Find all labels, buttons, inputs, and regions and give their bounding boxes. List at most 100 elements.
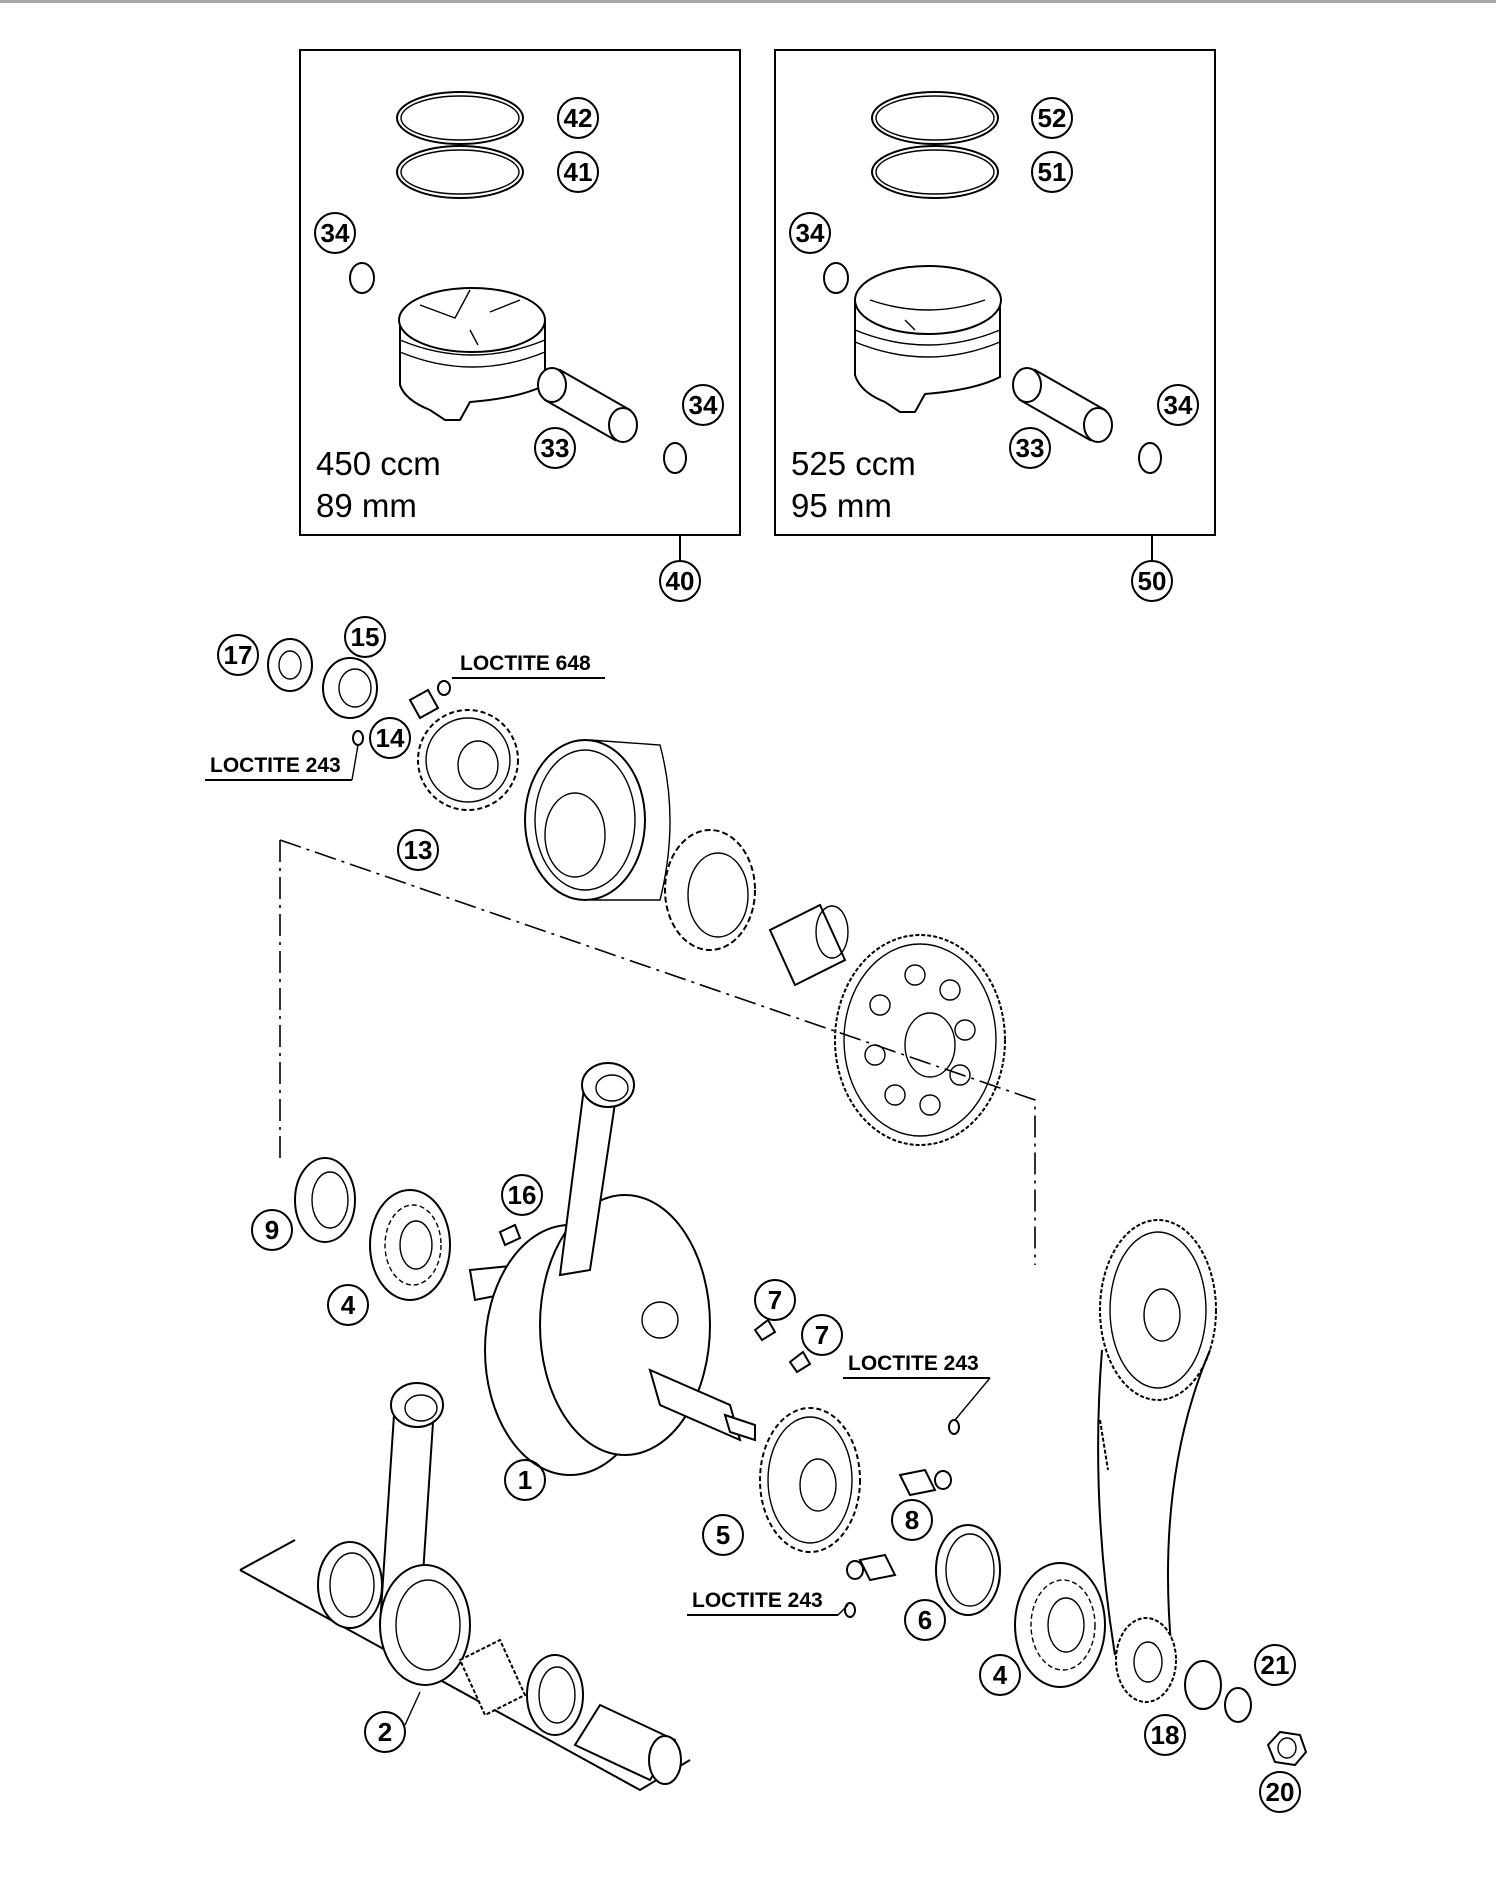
svg-text:41: 41 — [564, 157, 593, 187]
callout-1: 1 — [504, 1459, 546, 1501]
svg-text:5: 5 — [716, 1520, 730, 1550]
washer-6 — [935, 1524, 1001, 1616]
svg-text:40: 40 — [666, 566, 695, 596]
svg-text:51: 51 — [1038, 157, 1067, 187]
loctite-drop-bottom — [844, 1602, 856, 1618]
piston-525 — [854, 265, 1002, 413]
seal-9 — [294, 1157, 356, 1243]
washer-21 — [1224, 1687, 1252, 1723]
bolt-top — [408, 680, 451, 720]
callout-2: 2 — [364, 1711, 406, 1753]
callout-34-left-450: 34 — [314, 212, 356, 254]
key-7b — [788, 1350, 812, 1374]
svg-text:13: 13 — [404, 835, 433, 865]
piston-ring-second-450 — [396, 145, 524, 199]
callout-15: 15 — [344, 616, 386, 658]
seal-17 — [267, 638, 313, 692]
circlip-right-525 — [1138, 442, 1162, 474]
bolt-8 — [898, 1468, 952, 1497]
callout-16: 16 — [501, 1174, 543, 1216]
svg-text:33: 33 — [1016, 433, 1045, 463]
piston-ring-top-450 — [396, 91, 524, 145]
svg-text:17: 17 — [224, 640, 253, 670]
starter-gear — [834, 934, 1006, 1146]
callout-34-left-525: 34 — [789, 212, 831, 254]
callout-5: 5 — [702, 1514, 744, 1556]
key-14 — [352, 730, 364, 746]
gear-5 — [759, 1407, 861, 1553]
timing-chain — [1097, 1219, 1217, 1703]
callout-9: 9 — [251, 1209, 293, 1251]
circlip-right-450 — [663, 442, 687, 474]
piston-450 — [398, 287, 546, 421]
svg-text:34: 34 — [321, 218, 350, 248]
bolt-lower — [846, 1553, 897, 1582]
loctite-drop-mid — [948, 1419, 960, 1435]
needle-bearing-top — [768, 903, 849, 987]
callout-33-450: 33 — [534, 427, 576, 469]
bearing-4-right — [1014, 1562, 1106, 1688]
callout-17: 17 — [217, 634, 259, 676]
svg-text:1: 1 — [518, 1465, 532, 1495]
callout-34-right-525: 34 — [1157, 384, 1199, 426]
nut-20 — [1266, 1730, 1308, 1767]
svg-text:21: 21 — [1261, 1650, 1290, 1680]
needle-bearing-rod — [458, 1638, 527, 1717]
svg-text:34: 34 — [1164, 390, 1193, 420]
thrust-washer-top — [317, 1541, 383, 1629]
bore-525: 95 mm — [791, 487, 892, 524]
connecting-rod-kit — [239, 1382, 691, 1792]
loctite-648-label: LOCTITE 648 — [460, 652, 591, 675]
bearing-4-left — [369, 1189, 451, 1301]
callout-18: 18 — [1144, 1714, 1186, 1756]
callout-20: 20 — [1259, 1771, 1301, 1813]
callout-41: 41 — [557, 151, 599, 193]
callout-42: 42 — [557, 97, 599, 139]
piston-ring-top-525 — [871, 91, 999, 145]
freewheel — [664, 829, 756, 951]
piston-pin-525 — [1012, 367, 1113, 443]
svg-text:50: 50 — [1138, 566, 1167, 596]
callout-4-left: 4 — [327, 1284, 369, 1326]
callout-7b: 7 — [801, 1314, 843, 1356]
svg-text:16: 16 — [508, 1180, 537, 1210]
callout-52: 52 — [1031, 97, 1073, 139]
piston-kit-450-box: 42 41 34 34 33 450 ccm 89 mm 40 — [299, 49, 741, 602]
bore-450: 89 mm — [316, 487, 417, 524]
callout-6: 6 — [904, 1599, 946, 1641]
svg-text:42: 42 — [564, 103, 593, 133]
callout-8: 8 — [891, 1499, 933, 1541]
svg-text:4: 4 — [993, 1660, 1008, 1690]
bearing-15 — [322, 657, 378, 719]
svg-text:18: 18 — [1151, 1720, 1180, 1750]
svg-text:15: 15 — [351, 622, 380, 652]
piston-pin-450 — [537, 367, 638, 443]
svg-text:7: 7 — [815, 1320, 829, 1350]
svg-text:2: 2 — [378, 1717, 392, 1747]
loctite-243-mid-label: LOCTITE 243 — [848, 1352, 979, 1375]
svg-text:4: 4 — [341, 1290, 356, 1320]
loctite-243-bottom-label: LOCTITE 243 — [692, 1589, 823, 1612]
circlip-left-525 — [823, 262, 849, 294]
svg-text:8: 8 — [905, 1505, 919, 1535]
key-7a — [753, 1318, 777, 1342]
top-border-line — [0, 0, 1496, 3]
piston-kit-525-box: 52 51 34 34 33 525 ccm 95 mm 50 — [774, 49, 1216, 602]
callout-40: 40 — [659, 560, 701, 602]
svg-text:20: 20 — [1266, 1777, 1295, 1807]
callout-50: 50 — [1131, 560, 1173, 602]
callout-51: 51 — [1031, 151, 1073, 193]
svg-text:7: 7 — [768, 1285, 782, 1315]
displacement-525: 525 ccm — [791, 445, 916, 482]
circlip-left-450 — [349, 262, 375, 294]
svg-text:14: 14 — [376, 723, 405, 753]
svg-text:9: 9 — [265, 1215, 279, 1245]
key-16 — [498, 1223, 522, 1247]
piston-ring-second-525 — [871, 145, 999, 199]
gear-13 — [417, 709, 519, 811]
callout-33-525: 33 — [1009, 427, 1051, 469]
svg-text:6: 6 — [918, 1605, 932, 1635]
circlip-18 — [1184, 1660, 1222, 1710]
svg-text:34: 34 — [689, 390, 718, 420]
